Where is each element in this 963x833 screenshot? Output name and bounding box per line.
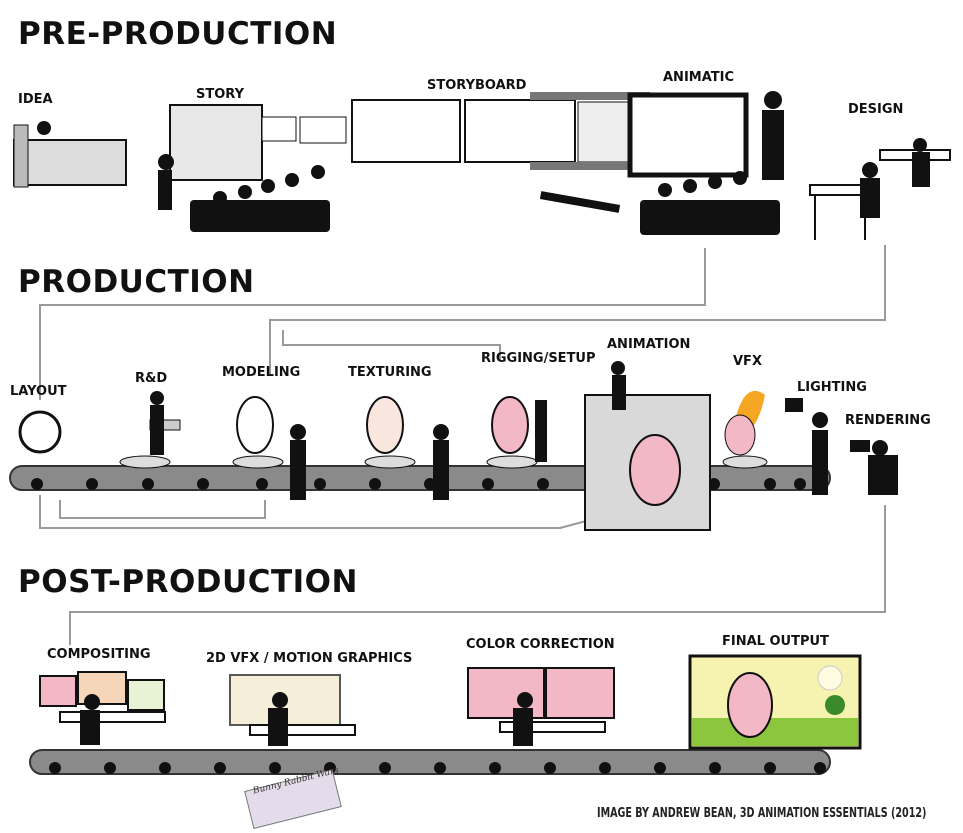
stage-label-animation: ANIMATION	[607, 337, 691, 352]
stage-label-idea: IDEA	[18, 92, 53, 107]
design-desks	[809, 138, 951, 240]
image-credit: IMAGE BY ANDREW BEAN, 3D ANIMATION ESSEN…	[597, 806, 927, 821]
stage-label-rendering: RENDERING	[845, 413, 931, 428]
stage-label-2d-vfx-motion-graphics: 2D VFX / MOTION GRAPHICS	[206, 651, 413, 666]
section-title-pre-production: PRE-PRODUCTION	[18, 16, 338, 52]
storyboard-panels	[351, 92, 650, 213]
section-title-post-production: POST-PRODUCTION	[18, 564, 358, 600]
stage-label-story: STORY	[196, 87, 244, 102]
stage-label-rnd: R&D	[135, 371, 168, 386]
stage-label-vfx: VFX	[733, 354, 762, 369]
stage-label-rigging-setup: RIGGING/SETUP	[481, 351, 596, 366]
section-title-production: PRODUCTION	[18, 264, 255, 300]
stage-label-compositing: COMPOSITING	[47, 647, 151, 662]
flow-connectors	[39, 245, 886, 645]
post-production-props	[39, 654, 862, 829]
stage-label-modeling: MODELING	[222, 365, 301, 380]
stage-label-storyboard: STORYBOARD	[427, 78, 527, 93]
stage-label-lighting: LIGHTING	[797, 380, 867, 395]
stage-label-animatic: ANIMATIC	[663, 70, 735, 85]
stage-label-layout: LAYOUT	[10, 384, 67, 399]
story-board-illustration	[158, 104, 347, 232]
stage-label-design: DESIGN	[848, 102, 904, 117]
post-production-conveyor-belt	[29, 749, 831, 775]
production-props	[18, 361, 898, 531]
animatic-screen	[627, 91, 784, 235]
idea-bed-illustration	[13, 121, 127, 188]
stage-label-final-output: FINAL OUTPUT	[722, 634, 829, 649]
stage-label-color-correction: COLOR CORRECTION	[466, 637, 615, 652]
stage-label-texturing: TEXTURING	[348, 365, 432, 380]
